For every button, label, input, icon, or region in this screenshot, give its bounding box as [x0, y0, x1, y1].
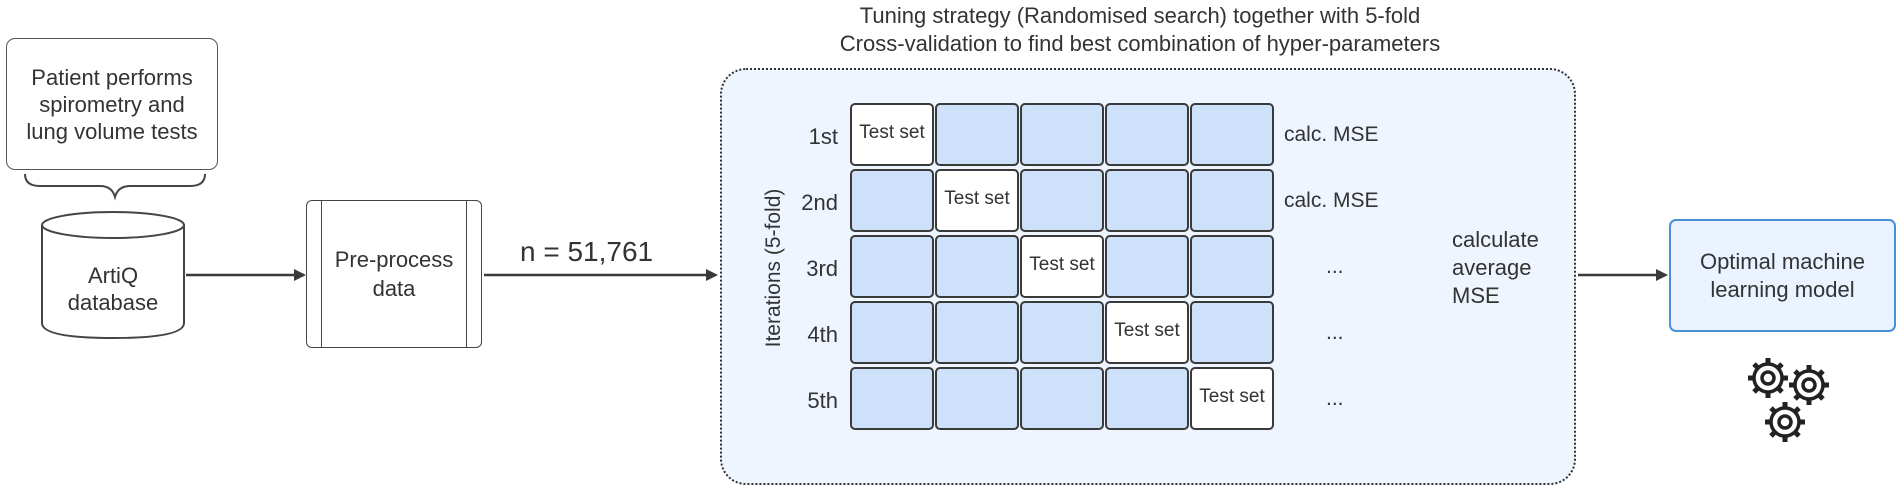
- patient-brace: [24, 173, 206, 201]
- test-set-label: Test set: [859, 122, 925, 143]
- test-set-label: Test set: [1114, 320, 1180, 341]
- test-set-label: Test set: [944, 188, 1010, 209]
- test-set-label: Test set: [1029, 254, 1095, 275]
- sample-size-label: n = 51,761: [520, 236, 654, 267]
- iteration-label-2: 2nd: [801, 190, 838, 215]
- iteration-result-3: ...: [1326, 255, 1344, 278]
- preprocess-left-bar: [321, 201, 322, 347]
- fold-cell-train: [850, 169, 934, 232]
- fold-cell-train: [1105, 169, 1189, 232]
- fold-cell-test: Test set: [1020, 235, 1104, 298]
- optimal-model-box: Optimal machine learning model: [1669, 219, 1896, 332]
- fold-cell-train: [935, 301, 1019, 364]
- fold-cell-train: [850, 235, 934, 298]
- preprocess-label-line-1: Pre-process: [334, 247, 454, 272]
- optimal-model-line-1: Optimal machine: [1699, 248, 1866, 274]
- iteration-label-1: 1st: [808, 124, 838, 149]
- fold-cell-train: [1190, 103, 1274, 166]
- fold-cell-train: [935, 103, 1019, 166]
- fold-cell-train: [850, 367, 934, 430]
- fold-cell-test: Test set: [850, 103, 934, 166]
- cv-title-line-1: Tuning strategy (Randomised search) toge…: [859, 3, 1421, 28]
- database-cylinder: [41, 211, 185, 340]
- fold-cell-train: [1020, 367, 1104, 430]
- fold-cell-train: [1105, 235, 1189, 298]
- fold-cell-train: [935, 235, 1019, 298]
- fold-cell-test: Test set: [1190, 367, 1274, 430]
- average-mse-label: calculate average MSE: [1452, 226, 1539, 310]
- gears-icon: [1748, 358, 1829, 442]
- fold-cell-train: [1190, 235, 1274, 298]
- iteration-label-4: 4th: [807, 322, 838, 347]
- fold-cell-train: [850, 301, 934, 364]
- fold-cell-train: [1020, 103, 1104, 166]
- fold-cell-train: [1105, 367, 1189, 430]
- iteration-result-1: calc. MSE: [1284, 123, 1379, 146]
- iteration-result-5: ...: [1326, 387, 1344, 410]
- fold-cell-train: [1105, 103, 1189, 166]
- cv-title-line-2: Cross-validation to find best combinatio…: [839, 31, 1441, 56]
- preprocess-right-bar: [466, 201, 467, 347]
- patient-label: Patient performs spirometry and lung vol…: [26, 64, 198, 144]
- fold-cell-test: Test set: [935, 169, 1019, 232]
- fold-cell-train: [1190, 169, 1274, 232]
- fold-cell-train: [935, 367, 1019, 430]
- preprocess-label-line-2: data: [372, 276, 416, 301]
- average-mse-line-3: MSE: [1452, 283, 1500, 308]
- average-mse-line-1: calculate: [1452, 227, 1539, 252]
- iteration-label-5: 5th: [807, 388, 838, 413]
- fold-cell-train: [1020, 169, 1104, 232]
- fold-cell-test: Test set: [1105, 301, 1189, 364]
- database-label-line-2: database: [67, 290, 159, 315]
- preprocess-box: Pre-process data: [306, 200, 482, 348]
- average-mse-line-2: average: [1452, 255, 1532, 280]
- test-set-label: Test set: [1199, 386, 1265, 407]
- iteration-label-3: 3rd: [806, 256, 838, 281]
- fold-cell-train: [1020, 301, 1104, 364]
- optimal-model-line-2: learning model: [1710, 276, 1855, 302]
- database-label-line-1: ArtiQ: [87, 263, 139, 288]
- iteration-result-4: ...: [1326, 321, 1344, 344]
- patient-box: Patient performs spirometry and lung vol…: [6, 38, 218, 170]
- fold-cell-train: [1190, 301, 1274, 364]
- iteration-result-2: calc. MSE: [1284, 189, 1379, 212]
